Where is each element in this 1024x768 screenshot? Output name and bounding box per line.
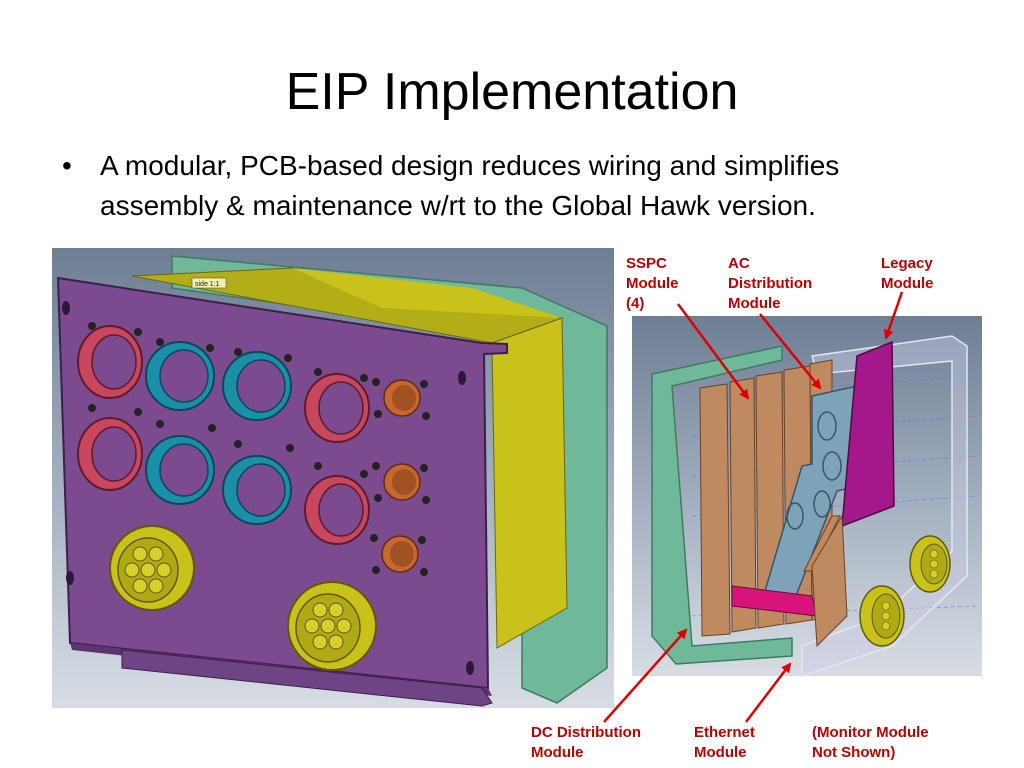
teal-connector [222, 455, 292, 525]
label-ac-distribution-module: AC Distribution Module [728, 255, 813, 312]
slide-title: EIP Implementation [285, 63, 739, 121]
orange-connector [383, 379, 421, 417]
label-sspc-module: SSPC Module (4) [626, 255, 679, 312]
teal-connector [222, 351, 292, 421]
label-dc-distribution-module: DC Distribution Module [531, 724, 641, 761]
bullet-text: A modular, PCB-based design reduces wiri… [100, 150, 840, 221]
orange-connector [381, 535, 419, 573]
enclosure-front-render: side 1:1 [52, 248, 614, 708]
red-connector [304, 475, 370, 545]
yellow-circular-connector [859, 585, 905, 647]
screw-heads [88, 322, 430, 576]
label-legacy-module: Legacy Module [881, 255, 934, 292]
bullet-marker: • [62, 150, 72, 181]
yellow-circular-connector [109, 525, 195, 611]
label-ethernet-module: Ethernet Module [694, 724, 755, 761]
yellow-circular-connector [909, 535, 951, 593]
teal-connector [145, 435, 215, 505]
orange-connector [383, 463, 421, 501]
exploded-module-render [632, 316, 982, 676]
label-monitor-module-note: (Monitor Module Not Shown) [812, 724, 929, 761]
red-connector [77, 325, 143, 399]
red-connector [77, 417, 143, 491]
red-connector [304, 373, 370, 443]
cad-tag-text: side 1:1 [195, 281, 220, 288]
yellow-circular-connector [287, 581, 377, 671]
teal-connector [145, 341, 215, 411]
